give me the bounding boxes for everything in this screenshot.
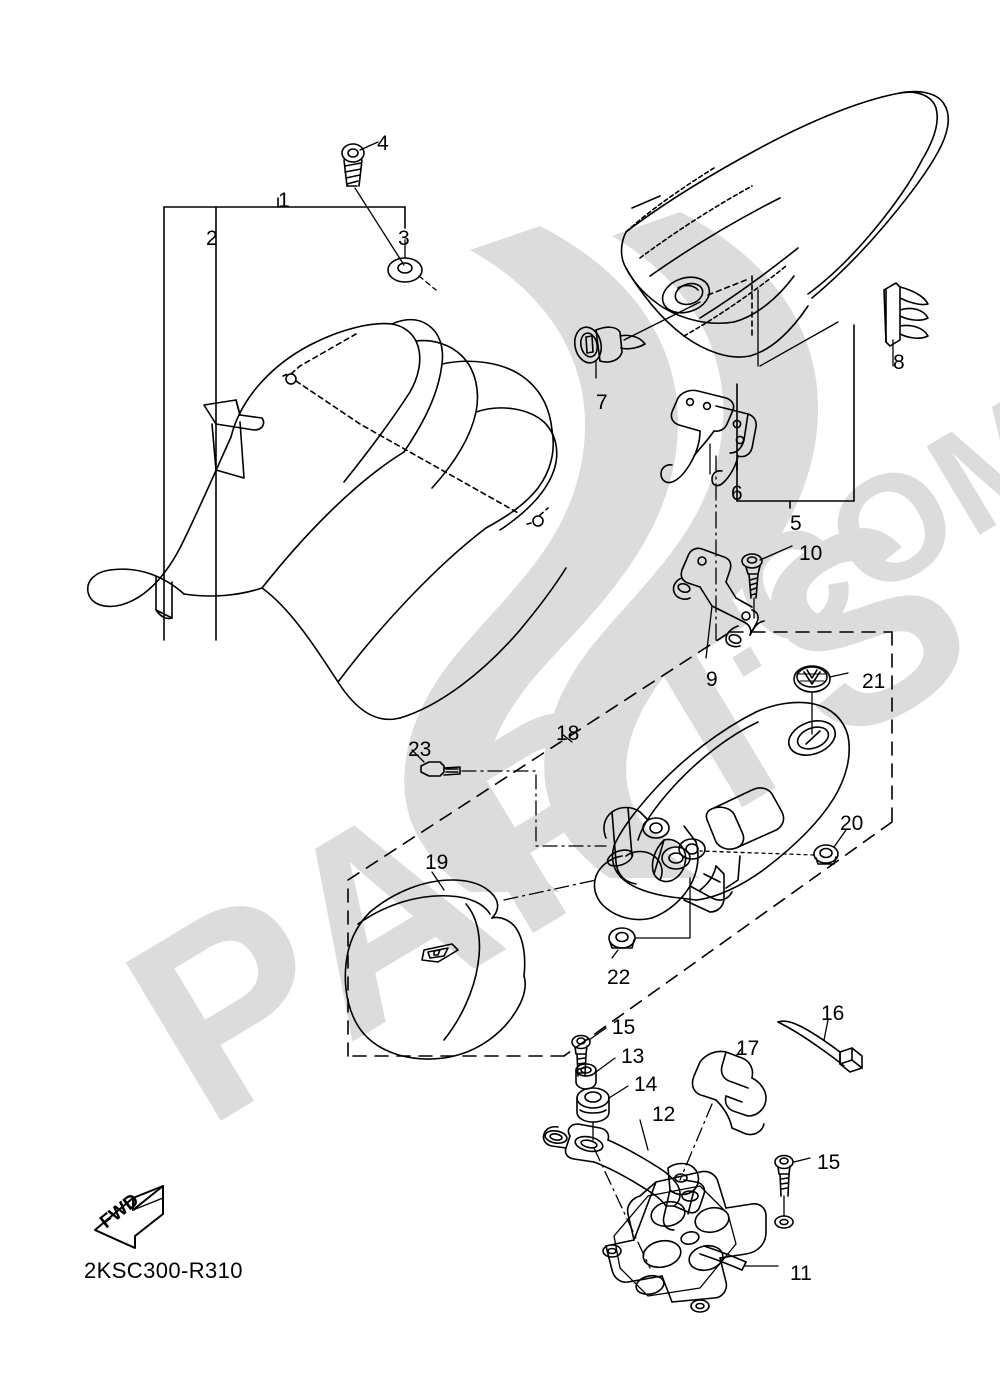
part-6-lock-hook — [660, 389, 757, 641]
callout-seat-lock-hook: 6 — [731, 482, 743, 505]
part-10-bolt — [741, 545, 793, 619]
callout-seat-assembly-group: 1 — [278, 189, 290, 212]
callout-tapping-screw: 23 — [408, 738, 432, 761]
part-21-emblem — [793, 665, 849, 735]
part-4-screw — [341, 141, 405, 266]
part-22-washer — [608, 877, 691, 959]
part-23-screw — [411, 749, 607, 847]
part-14-grommet — [576, 1085, 629, 1141]
callout-nut: 20 — [840, 812, 864, 835]
diagram-part-number: 2KSC300-R310 — [84, 1258, 243, 1283]
part-9-lock-bracket — [672, 547, 765, 659]
callout-seat-bracket-plate: 11 — [790, 1262, 812, 1285]
callout-seat-link-rod: 12 — [652, 1103, 676, 1126]
callout-grommet: 14 — [634, 1073, 658, 1096]
callout-seat-single: 2 — [206, 227, 218, 250]
part-20-nut — [699, 829, 847, 865]
part-15-bolt-upper — [571, 1027, 607, 1077]
callout-seat-strap-holder: 17 — [736, 1037, 760, 1060]
group-5-bracket — [736, 324, 855, 509]
callout-collar: 13 — [621, 1045, 645, 1068]
part-16-cable-tie — [777, 1019, 863, 1073]
part-2-rider-seat — [86, 318, 567, 721]
callout-flange-bolt: 15 — [612, 1016, 636, 1039]
callout-seat-lock-bracket: 9 — [706, 668, 718, 691]
callout-tail-cowl-group: 18 — [556, 722, 580, 745]
part-12-link-rod — [542, 1119, 706, 1269]
callout-rear-seat-cowl: 19 — [425, 851, 449, 874]
callout-washer: 22 — [607, 966, 631, 989]
callout-flange-bolt-2: 15 — [817, 1151, 841, 1174]
part-17-strap-holder — [679, 1047, 767, 1181]
group-18-boundary — [347, 631, 893, 1057]
part-18-tail-cowl — [561, 701, 851, 921]
callout-passenger-seat-group: 5 — [790, 512, 802, 535]
part-3-damper — [387, 239, 437, 291]
group-1-bracket — [163, 197, 406, 641]
callout-lock-bracket-bolt: 10 — [799, 542, 823, 565]
callout-spring-clip: 8 — [893, 351, 905, 374]
callout-emblem-grommet: 21 — [862, 670, 886, 693]
part-11-bracket-plate — [602, 1162, 794, 1313]
passenger-seat — [620, 90, 950, 367]
callout-seat-lock-cylinder: 7 — [596, 391, 608, 414]
callout-cable-tie: 16 — [821, 1002, 845, 1025]
part-15-bolt-lower — [774, 1154, 811, 1217]
callout-seat-screw: 4 — [377, 132, 389, 155]
part-7-lock-cylinder — [573, 301, 701, 379]
fwd-arrow — [94, 1185, 164, 1249]
part-19-rear-cowl — [344, 871, 597, 1060]
callout-seat-damper: 3 — [398, 227, 410, 250]
part-8-spring-clip — [883, 282, 929, 367]
